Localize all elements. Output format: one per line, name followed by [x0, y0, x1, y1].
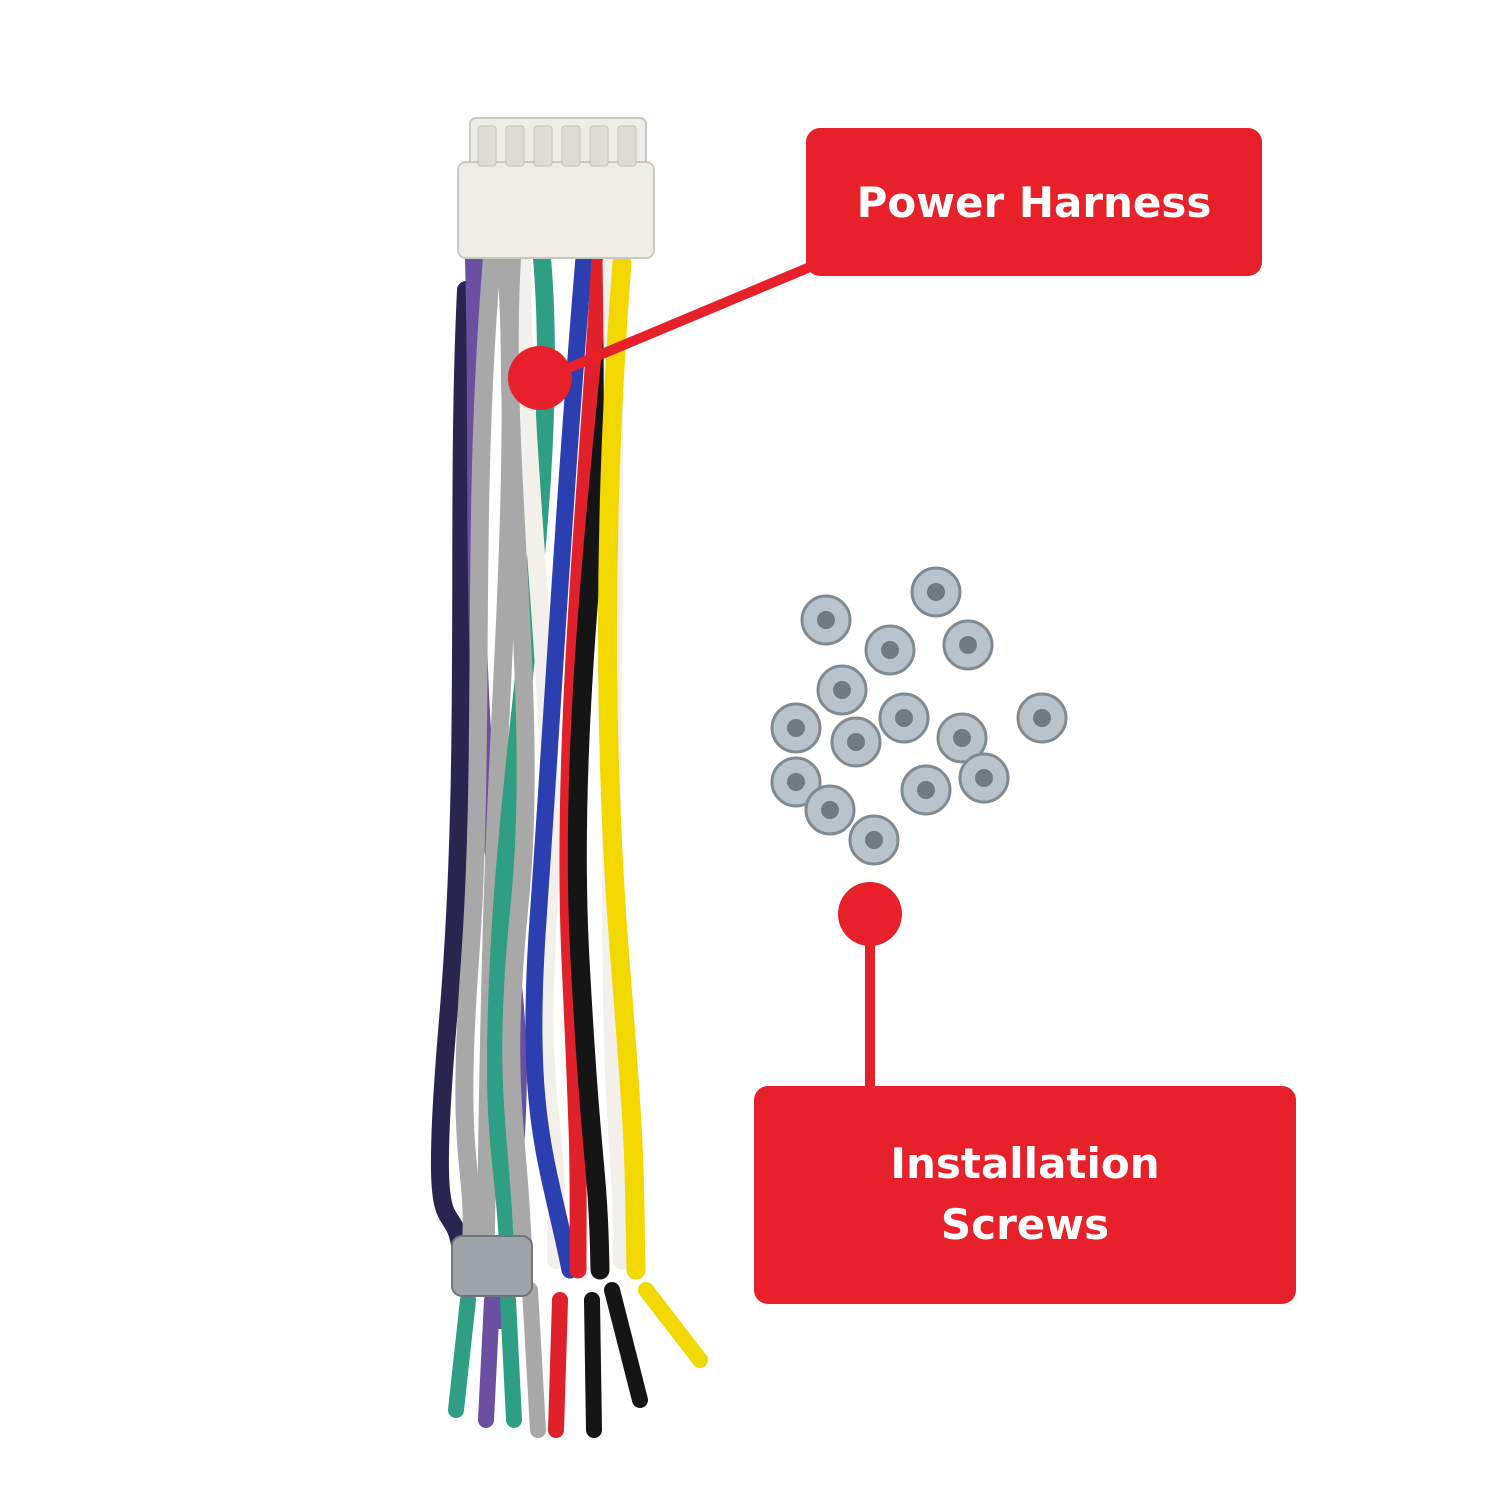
screw: [936, 712, 988, 764]
wire-end: [638, 1282, 708, 1368]
wire: [500, 249, 535, 1289]
connector-pins: [477, 125, 637, 167]
harness-leader-line: [538, 257, 824, 385]
screw-socket: [975, 769, 993, 787]
screw-socket: [821, 801, 839, 819]
wire-end: [500, 1292, 522, 1428]
power-harness-label: Power Harness: [856, 177, 1212, 227]
screw: [770, 702, 822, 754]
wire-end: [478, 1292, 500, 1428]
screw: [800, 594, 852, 646]
screw: [910, 566, 962, 618]
wire-end: [584, 1292, 602, 1438]
screw: [816, 664, 868, 716]
shield-crimp: [451, 1235, 533, 1297]
harness-leader-dot: [508, 346, 572, 410]
wire: [486, 249, 555, 1299]
wire: [567, 252, 630, 1280]
screw: [900, 764, 952, 816]
wire: [430, 281, 475, 1269]
installation-screws-callout: Installation Screws: [754, 1086, 1296, 1304]
connector-pin: [561, 125, 581, 167]
connector-pin: [505, 125, 525, 167]
screw-socket: [817, 611, 835, 629]
installation-screws-label-line2: Screws: [940, 1200, 1110, 1249]
connector-pin: [589, 125, 609, 167]
wire: [455, 249, 501, 1269]
wire-end: [548, 1292, 568, 1438]
screw-socket: [787, 719, 805, 737]
screw-socket: [895, 709, 913, 727]
screw-socket: [787, 773, 805, 791]
wire: [525, 249, 593, 1279]
connector-pin: [477, 125, 497, 167]
harness-connector: [457, 117, 655, 259]
screw-socket: [959, 636, 977, 654]
connector-pin: [533, 125, 553, 167]
screw-socket: [953, 729, 971, 747]
wire-end: [522, 1282, 546, 1438]
connector-pin: [617, 125, 637, 167]
screw-socket: [865, 831, 883, 849]
wire: [559, 249, 609, 1279]
harness-wires: [430, 249, 646, 1329]
screw-socket: [1033, 709, 1051, 727]
screw: [864, 624, 916, 676]
screw-socket: [881, 641, 899, 659]
screw-socket: [927, 583, 945, 601]
power-harness-callout: Power Harness: [806, 128, 1262, 276]
screw: [770, 756, 822, 808]
screws-leader-dot: [838, 882, 902, 946]
wire-ends: [448, 1235, 708, 1438]
connector-body: [457, 161, 655, 259]
wire: [598, 252, 646, 1280]
wire: [513, 249, 566, 1269]
screw: [958, 752, 1010, 804]
screw-socket: [917, 781, 935, 799]
wire-end: [604, 1282, 648, 1408]
installation-screws-label-line1: Installation: [890, 1139, 1160, 1189]
screw: [942, 619, 994, 671]
screw: [848, 814, 900, 866]
wire-end: [448, 1292, 476, 1418]
screw: [1016, 692, 1068, 744]
screw-socket: [847, 733, 865, 751]
screw: [830, 716, 882, 768]
wire-harness-icon: [430, 117, 708, 1438]
screw-socket: [833, 681, 851, 699]
screw: [878, 692, 930, 744]
screw-pile-icon: [770, 566, 1068, 866]
screw: [804, 784, 856, 836]
